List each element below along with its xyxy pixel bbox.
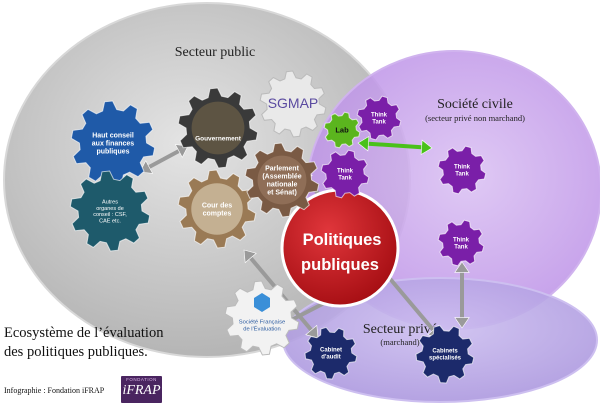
gear-parlement-label: nationale (267, 181, 298, 188)
gear-parlement-label: et Sénat) (267, 190, 297, 197)
gear-cabinet-audit-label: Cabinet (320, 348, 342, 354)
ifrap-logo-name: iFRAP (122, 383, 161, 398)
gear-cabinets-specialises-label: spécialisés (429, 356, 462, 362)
secteur-public-title: Secteur public (175, 45, 255, 60)
gear-sgmap-logo-gear: SGMAP (259, 70, 327, 138)
caption-line-1: Ecosystème de l’évaluation (4, 325, 164, 341)
gear-think-tank-2-label: Think (337, 169, 354, 175)
gear-cabinets-specialises-label: Cabinets (432, 349, 458, 355)
gear-think-tank-4-label: Tank (454, 245, 468, 251)
gear-gouvernement: Gouvernement (177, 87, 259, 169)
sfe-hexagon-icon (254, 293, 270, 312)
gear-autres-label: conseil : CSF, (93, 212, 127, 218)
gear-think-tank-3-label: Think (454, 165, 471, 171)
societe-civile-subtitle: (secteur privé non marchand) (425, 113, 525, 123)
gear-parlement-label: Parlement (265, 165, 300, 172)
caption-line-2: des politiques publiques. (4, 344, 148, 360)
gear-lab-label: Lab (335, 126, 349, 135)
secteur-prive-subtitle: (marchand) (380, 337, 419, 347)
gear-haut-conseil-label: publiques (96, 149, 129, 156)
politiques-publiques-line1: Politiques (303, 231, 382, 249)
gear-think-tank-1-label: Think (371, 113, 388, 119)
arrow-lab-societe-civile (357, 135, 433, 156)
ifrap-logo-small: FONDATION (126, 377, 157, 382)
gear-cabinet-audit-label: d'audit (321, 355, 340, 361)
gear-haut-conseil-label: Haut conseil (92, 132, 134, 139)
sgmap-logo-text: SGMAP (268, 95, 319, 111)
societe-civile-title: Société civile (437, 97, 513, 112)
gear-think-tank-4-label: Think (453, 238, 470, 244)
politiques-publiques-line2: publiques (301, 256, 379, 274)
arrow-thinktank-cabinets (454, 261, 470, 329)
gear-autres-label: organes de (96, 206, 124, 212)
gear-autres-label: Autres (102, 199, 118, 205)
gear-think-tank-1-label: Tank (372, 120, 386, 126)
ifrap-logo: FONDATION iFRAP (121, 376, 162, 403)
gear-sfe-label: de l'Évaluation (243, 325, 281, 332)
gear-think-tank-2-label: Tank (338, 176, 352, 182)
gear-lab: Lab (323, 111, 361, 149)
gear-sfe-label: Société Française (239, 320, 285, 326)
gear-haut-conseil-label: aux finances (92, 140, 135, 147)
gear-cour-label: comptes (203, 210, 232, 217)
infographic-credit: Infographie : Fondation iFRAP (4, 386, 105, 395)
gear-autres-label: CAE etc. (99, 218, 121, 224)
gear-think-tank-3-label: Tank (455, 172, 469, 178)
gear-cour-label: Cour des (202, 202, 232, 209)
secteur-prive-title: Secteur privé (363, 322, 437, 337)
gear-gouvernement-label: Gouvernement (195, 135, 242, 142)
gear-parlement-label: (Assemblée (262, 173, 301, 180)
